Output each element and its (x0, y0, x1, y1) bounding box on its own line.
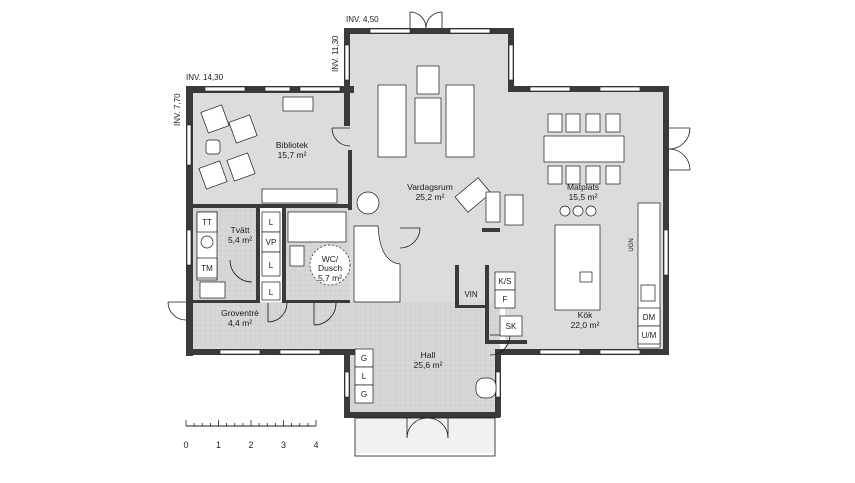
room-bibliotek-area: 15,7 m² (278, 150, 307, 160)
scale-label: 4 (313, 440, 318, 450)
fixture-l2: L (269, 261, 274, 270)
inv-label-library-top: INV. 14,30 (186, 73, 224, 82)
windows (186, 28, 669, 398)
fixture-l1: L (269, 218, 274, 227)
room-vardagsrum-name: Vardagsrum (407, 182, 453, 192)
scale-label: 3 (281, 440, 286, 450)
room-groventre-area: 4,4 m² (228, 318, 252, 328)
fixture-f: F (503, 295, 508, 304)
fixture-sk: SK (506, 322, 517, 331)
room-tvatt-name: Tvätt (231, 225, 251, 235)
fixture-tm: TM (201, 264, 213, 273)
room-wc-line2: Dusch (318, 263, 342, 273)
inv-label-library-side: INV. 7,70 (173, 93, 182, 126)
room-kok-area: 22,0 m² (571, 320, 600, 330)
fixture-g1: G (361, 354, 367, 363)
room-wc-area: 5,7 m² (318, 273, 342, 283)
room-hall-name: Hall (421, 350, 436, 360)
inv-label-top: INV. 4,50 (346, 15, 379, 24)
room-matplats-name: Matplats (567, 182, 599, 192)
room-vardagsrum-area: 25,2 m² (416, 192, 445, 202)
inv-labels: INV. 4,50 INV. 11,30 INV. 14,30 INV. 7,7… (173, 15, 379, 126)
fixture-ugn: UGN (629, 238, 635, 251)
inv-label-vertical-top: INV. 11,30 (331, 35, 340, 72)
scale-label: 2 (248, 440, 253, 450)
scale-label: 0 (183, 440, 188, 450)
fixture-dm: DM (643, 313, 656, 322)
furniture (196, 65, 661, 457)
room-wc-line1: WC/ (322, 254, 339, 264)
fixture-tt: TT (202, 218, 212, 227)
scale-bar: 0 1 2 3 4 (183, 420, 319, 450)
room-matplats-area: 15,5 m² (569, 192, 598, 202)
room-bibliotek-name: Bibliotek (276, 140, 309, 150)
scale-label: 1 (216, 440, 221, 450)
room-labels: Bibliotek 15,7 m² Vardagsrum 25,2 m² Mat… (221, 140, 599, 370)
fixture-vp: VP (266, 238, 277, 247)
fixture-ks: K/S (499, 277, 512, 286)
fixture-l3: L (269, 288, 274, 297)
fixture-um: U/M (642, 331, 657, 340)
room-tvatt-area: 5,4 m² (228, 235, 252, 245)
fixture-l4: L (362, 372, 367, 381)
fixture-g2: G (361, 390, 367, 399)
room-kok-name: Kök (578, 310, 593, 320)
fixture-vin: VIN (464, 290, 478, 299)
room-hall-area: 25,6 m² (414, 360, 443, 370)
fixtures: TT TM L VP L L VIN K/S F SK G L G DM U/M… (196, 211, 661, 404)
room-groventre-name: Groventré (221, 308, 259, 318)
